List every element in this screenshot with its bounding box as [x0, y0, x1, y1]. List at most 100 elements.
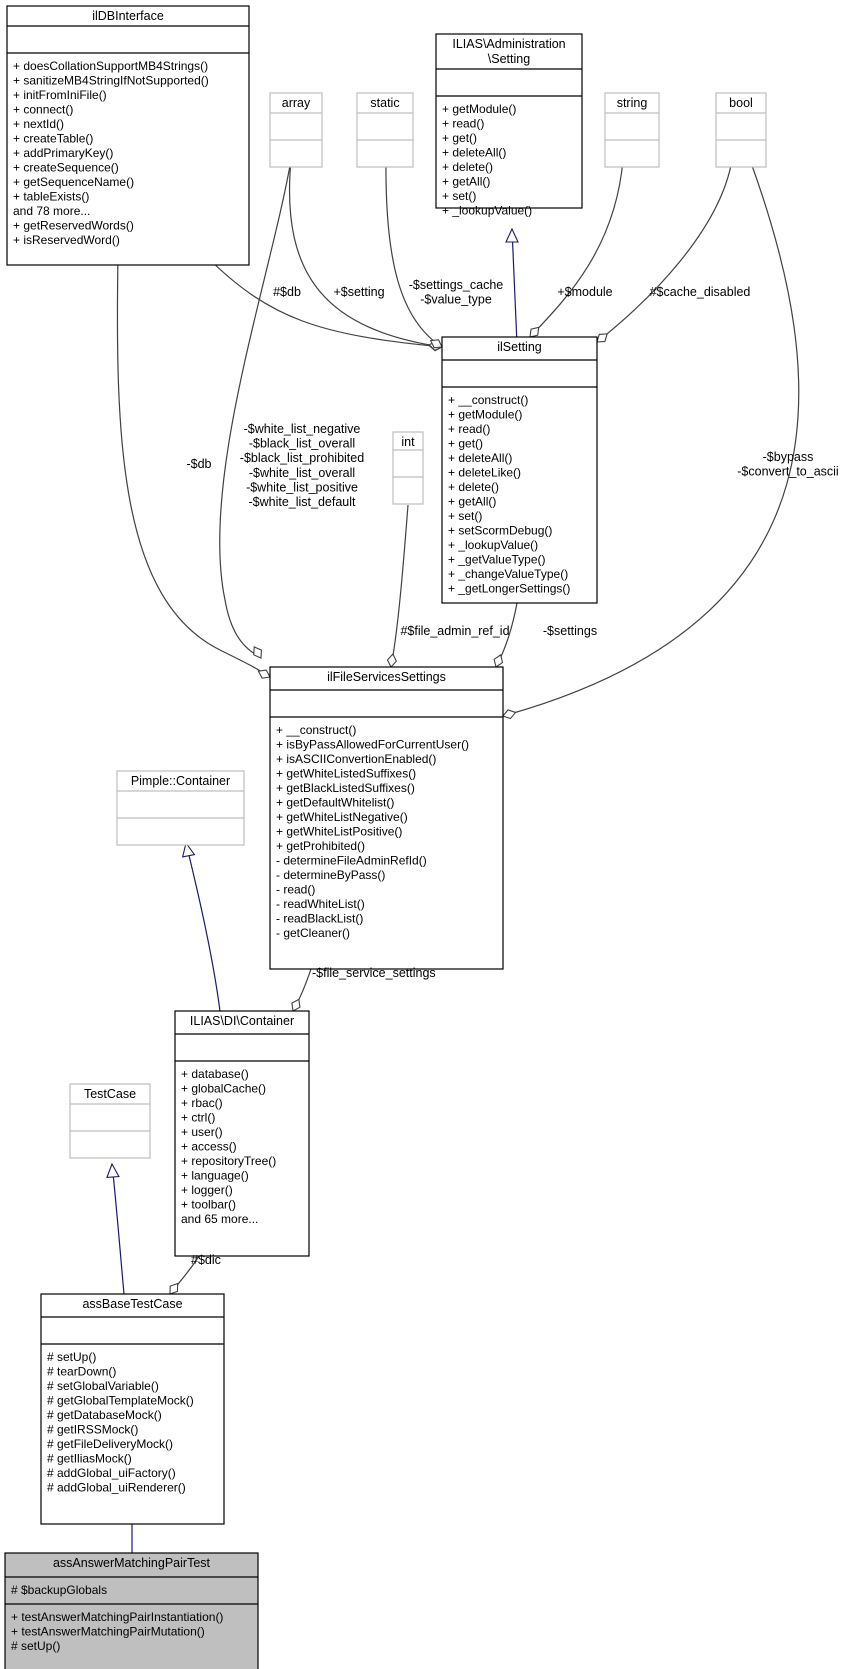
class-method: + isByPassAllowedForCurrentUser() [276, 738, 469, 752]
class-title: static [370, 96, 399, 110]
aggregation-line [219, 159, 292, 659]
class-method: + user() [181, 1125, 223, 1139]
aggregation-line [116, 254, 271, 678]
aggregation-line [596, 159, 733, 343]
class-method: # getFileDeliveryMock() [47, 1437, 173, 1451]
aggregation-line [390, 504, 409, 668]
class-box [435, 33, 583, 209]
class-title: \Setting [488, 52, 530, 66]
class-il-file-services-settings[interactable]: ilFileServicesSettings+ __construct()+ i… [269, 666, 504, 970]
class-attribute: # $backupGlobals [11, 1583, 107, 1597]
class-string[interactable]: string [604, 92, 660, 168]
class-box [715, 92, 767, 168]
class-ass-base-test-case[interactable]: assBaseTestCase# setUp()# tearDown()# se… [40, 1293, 225, 1525]
class-method: + doesCollationSupportMB4Strings() [13, 59, 208, 73]
class-method: + _getLongerSettings() [448, 582, 570, 596]
class-title: string [617, 96, 648, 110]
class-box [392, 431, 424, 505]
class-method: # getIRSSMock() [47, 1423, 138, 1437]
class-title: array [282, 96, 311, 110]
class-title: assBaseTestCase [82, 1297, 182, 1311]
class-title: ilFileServicesSettings [327, 670, 446, 684]
class-title: ilDBInterface [92, 9, 164, 23]
class-method: + nextId() [13, 117, 64, 131]
class-method: + delete() [442, 160, 493, 174]
class-array[interactable]: array [269, 92, 323, 168]
class-title: ilSetting [497, 340, 542, 354]
class-static[interactable]: static [356, 92, 414, 168]
aggregation-line [288, 159, 443, 348]
class-method: # getIliasMock() [47, 1452, 132, 1466]
class-method: + read() [448, 422, 490, 436]
edge-label: -$white_list_default [248, 495, 356, 509]
class-method: - readBlackList() [276, 912, 363, 926]
edge-agg-bool-file-services [502, 159, 800, 720]
edge-agg-int-file-services [386, 504, 409, 668]
edge-label: -$white_list_overall [249, 466, 355, 480]
class-box [69, 1083, 151, 1159]
class-bool[interactable]: bool [715, 92, 767, 168]
edge-labels: #$db+$setting-$settings_cache-$value_typ… [186, 278, 838, 1267]
class-title: TestCase [84, 1087, 136, 1101]
aggregation-diamond [429, 339, 443, 349]
aggregation-diamond [386, 653, 398, 668]
class-test-case[interactable]: TestCase [69, 1083, 151, 1159]
aggregation-line [502, 159, 800, 717]
inheritance-arrow [181, 841, 196, 858]
aggregation-line [529, 159, 624, 338]
class-il-setting[interactable]: ilSetting+ __construct()+ getModule()+ r… [441, 336, 598, 604]
class-method: + getModule() [442, 102, 516, 116]
class-method: + testAnswerMatchingPairInstantiation() [11, 1610, 223, 1624]
aggregation-line [204, 254, 443, 348]
edge-label: -$db [186, 457, 211, 471]
class-method: + setScormDebug() [448, 524, 552, 538]
class-int[interactable]: int [392, 431, 424, 505]
class-box [40, 1293, 225, 1525]
class-method: + deleteAll() [442, 146, 506, 160]
class-method: + ctrl() [181, 1111, 215, 1125]
class-method: + connect() [13, 103, 73, 117]
class-method: - determineByPass() [276, 868, 385, 882]
class-method: + isASCIIConvertionEnabled() [276, 752, 436, 766]
class-method: + initFromIniFile() [13, 88, 107, 102]
class-ass-answer-matching-pair-test[interactable]: assAnswerMatchingPairTest# $backupGlobal… [4, 1552, 259, 1669]
class-pimple-container[interactable]: Pimple::Container [116, 770, 245, 846]
class-method: + _changeValueType() [448, 567, 568, 581]
edge-label: #$file_admin_ref_id [400, 624, 509, 638]
edge-agg-array-ilsetting [288, 159, 443, 351]
class-method: + deleteLike() [448, 466, 521, 480]
class-method: + toolbar() [181, 1198, 236, 1212]
edge-agg-db-file-services [116, 254, 271, 679]
class-di-container[interactable]: ILIAS\DI\Container+ database()+ globalCa… [174, 1010, 310, 1257]
class-method: + repositoryTree() [181, 1154, 276, 1168]
edge-agg-bool-ilsetting [596, 159, 733, 343]
class-method: + testAnswerMatchingPairMutation() [11, 1625, 205, 1639]
class-box [116, 770, 245, 846]
class-il-dbinterface[interactable]: ilDBInterface + doesCollationSupportMB4St… [6, 5, 250, 266]
class-method: + getSequenceName() [13, 175, 134, 189]
class-method: + get() [442, 131, 477, 145]
class-admin-setting[interactable]: ILIAS\Administration\Setting + getModule(… [435, 33, 583, 218]
class-method: - readWhiteList() [276, 897, 365, 911]
class-box [269, 92, 323, 168]
class-method: # tearDown() [47, 1365, 116, 1379]
aggregation-diamond [596, 333, 608, 343]
class-method: + _lookupValue() [448, 538, 538, 552]
class-method: and 65 more... [181, 1212, 258, 1226]
edge-label: #$cache_disabled [650, 285, 751, 299]
inheritance-line [511, 228, 518, 345]
class-box [4, 1552, 259, 1669]
class-method: + getAll() [448, 495, 496, 509]
edge-inherit-pimple-container [181, 841, 221, 1012]
edge-label: -$black_list_overall [249, 437, 355, 451]
edge-label: -$black_list_prohibited [240, 451, 364, 465]
class-method: + rbac() [181, 1096, 223, 1110]
class-method: + read() [442, 117, 484, 131]
aggregation-diamond [529, 326, 540, 338]
class-method: and 78 more... [13, 204, 90, 218]
inheritance-arrow [505, 227, 519, 243]
class-method: + database() [181, 1067, 249, 1081]
aggregation-diamond [502, 709, 517, 720]
class-title: ILIAS\Administration [452, 37, 565, 51]
